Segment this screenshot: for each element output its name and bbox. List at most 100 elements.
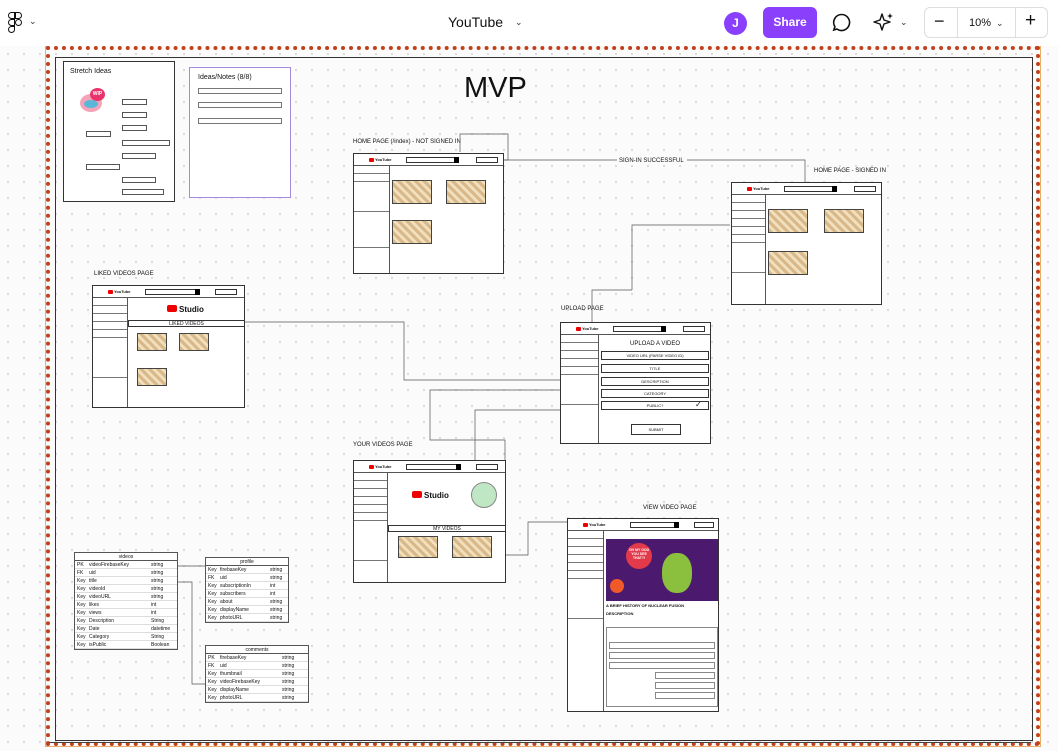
db-field-type: string — [151, 562, 164, 568]
db-table-title: comments — [206, 646, 308, 654]
db-field-name: likes — [89, 602, 100, 608]
db-field-type: string — [282, 663, 295, 669]
upload-field-category[interactable]: CATEGORY — [601, 389, 709, 398]
label-view-video: VIEW VIDEO PAGE — [643, 505, 697, 511]
upload-page-mock[interactable]: YouTube UPLOAD A VIDEO VIDEO URL (PARSE … — [560, 322, 711, 444]
your-videos-studio-logo: Studio — [412, 491, 449, 500]
db-field-name: subscriptionIn — [220, 583, 251, 589]
db-table-title: videos — [75, 553, 177, 561]
db-field-name: Date — [89, 626, 100, 632]
mvp-frame-inner — [55, 57, 1033, 741]
user-avatar[interactable]: J — [724, 12, 747, 35]
figma-menu-icon[interactable] — [8, 12, 24, 34]
comments-section — [606, 627, 718, 707]
upload-field-url[interactable]: VIDEO URL (PARSE VIDEO ID) — [601, 351, 709, 360]
zoom-out-icon[interactable]: − — [934, 11, 945, 31]
zoom-control: − 10% ⌄ + — [924, 7, 1048, 38]
db-field-name: Category — [89, 634, 110, 640]
your-videos-mock[interactable]: YouTube Studio MY VIDEOS — [353, 460, 506, 583]
db-key-type: Key — [77, 578, 86, 584]
db-field-type: string — [151, 594, 164, 600]
db-field-type: int — [270, 591, 276, 597]
db-field-type: string — [270, 567, 283, 573]
profile-avatar — [471, 482, 497, 508]
upload-field-description[interactable]: DESCRIPTION — [601, 377, 709, 386]
db-field-name: videoId — [89, 586, 106, 592]
stretch-ideas-title: Stretch Ideas — [70, 68, 112, 75]
ideas-notes-card[interactable]: Ideas/Notes (8/8) — [189, 67, 291, 198]
db-field-name: displayName — [220, 607, 249, 613]
mvp-frame[interactable] — [45, 45, 1041, 747]
zoom-level[interactable]: 10% — [969, 17, 992, 29]
db-key-type: Key — [208, 567, 217, 573]
chevron-down-icon[interactable]: ⌄ — [29, 16, 37, 26]
db-key-type: Key — [208, 607, 217, 613]
title-chevron-down-icon[interactable]: ⌄ — [515, 17, 523, 27]
ideas-notes-title: Ideas/Notes (8/8) — [198, 74, 252, 81]
file-title[interactable]: YouTube — [448, 14, 504, 30]
db-field-type: string — [151, 578, 164, 584]
ai-sparkle-icon[interactable] — [873, 12, 895, 34]
db-key-type: Key — [77, 586, 86, 592]
db-field-name: photoURL — [220, 695, 243, 701]
home-signed-mock[interactable]: YouTube — [731, 182, 882, 305]
my-videos-heading: MY VIDEOS — [388, 525, 506, 532]
upload-field-public[interactable]: PUBLIC? — [601, 401, 709, 410]
db-key-type: Key — [77, 594, 86, 600]
db-key-type: Key — [208, 599, 217, 605]
label-liked-videos: LIKED VIDEOS PAGE — [94, 271, 154, 277]
db-key-type: Key — [77, 642, 86, 648]
zoom-in-icon[interactable]: + — [1025, 10, 1037, 31]
db-field-type: string — [151, 570, 164, 576]
stretch-ideas-card[interactable]: Stretch Ideas WIP — [63, 61, 175, 202]
db-field-type: Boolean — [151, 642, 170, 648]
db-field-name: firebaseKey — [220, 655, 247, 661]
db-field-name: views — [89, 610, 102, 616]
db-field-type: string — [151, 586, 164, 592]
db-field-type: string — [282, 695, 295, 701]
view-video-mock[interactable]: YouTube OH MY GOD YOU SEE THAT?! A BRIEF… — [567, 518, 719, 712]
liked-videos-heading: LIKED VIDEOS — [128, 320, 245, 327]
label-upload: UPLOAD PAGE — [561, 306, 604, 312]
video-overlay-text: OH MY GOD YOU SEE THAT?! — [626, 543, 652, 569]
db-field-type: string — [270, 607, 283, 613]
wip-sticker-icon: WIP — [80, 88, 106, 112]
db-key-type: Key — [208, 687, 217, 693]
db-key-type: Key — [77, 634, 86, 640]
character-image — [662, 553, 692, 593]
share-button[interactable]: Share — [763, 7, 817, 38]
zoom-chevron-down-icon[interactable]: ⌄ — [996, 18, 1004, 28]
upload-field-title[interactable]: TITLE — [601, 364, 709, 373]
video-player[interactable]: OH MY GOD YOU SEE THAT?! — [606, 539, 718, 601]
db-field-name: videoFirebaseKey — [220, 679, 261, 685]
db-key-type: Key — [208, 671, 217, 677]
db-key-type: Key — [77, 626, 86, 632]
upload-submit-button[interactable]: SUBMIT — [631, 424, 681, 435]
ai-chevron-down-icon[interactable]: ⌄ — [900, 17, 908, 27]
db-key-type: PK — [208, 655, 215, 661]
db-table-title: profile — [206, 558, 288, 566]
comment-icon[interactable] — [831, 12, 852, 33]
liked-videos-mock[interactable]: YouTube Studio LIKED VIDEOS — [92, 285, 245, 408]
db-field-type: string — [282, 671, 295, 677]
db-field-type: string — [282, 655, 295, 661]
wip-badge: WIP — [90, 88, 105, 101]
home-not-signed-mock[interactable]: YouTube — [353, 153, 504, 274]
